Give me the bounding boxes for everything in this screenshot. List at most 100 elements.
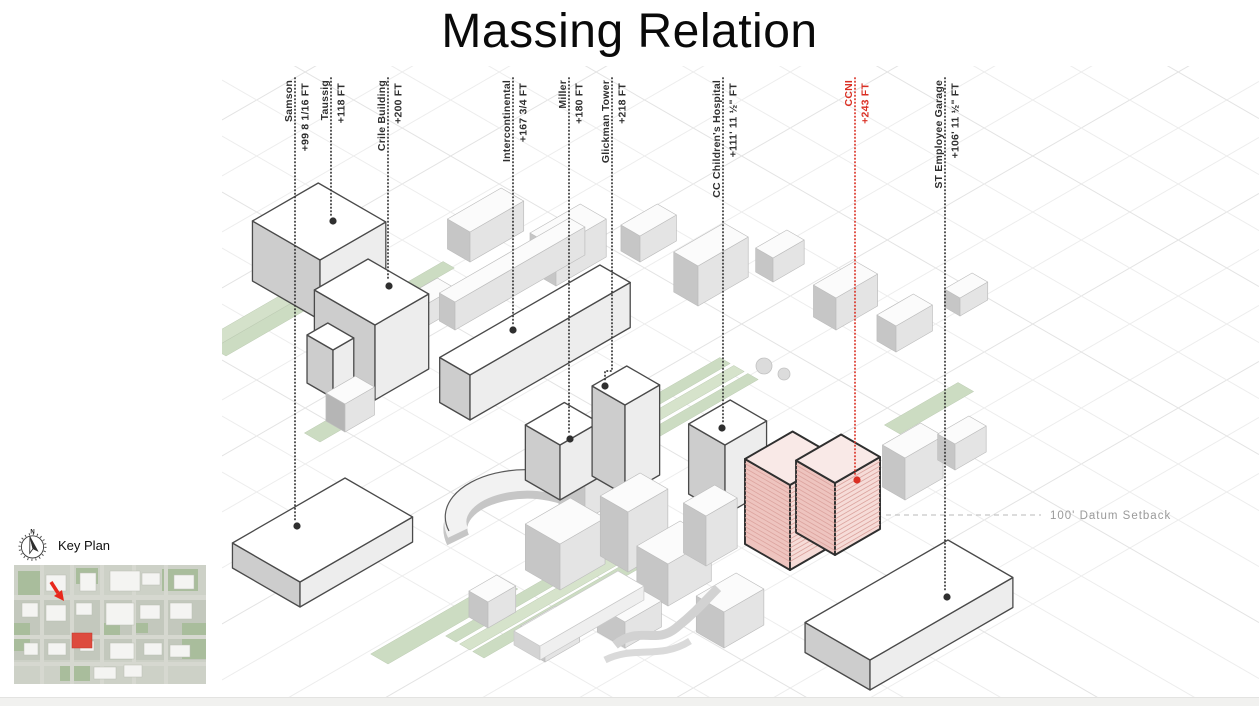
floor-stripe xyxy=(795,482,836,506)
context-building xyxy=(944,272,989,317)
map-building xyxy=(109,642,135,660)
map-building xyxy=(21,602,39,618)
building-roof xyxy=(513,570,645,647)
key-plan-map-content xyxy=(14,565,206,684)
building-roof xyxy=(944,272,989,299)
map-building xyxy=(105,602,135,626)
winding-path xyxy=(612,584,722,649)
floor-stripe xyxy=(744,463,791,490)
context-building xyxy=(937,415,987,471)
street-line xyxy=(222,66,414,177)
floor-stripe xyxy=(744,508,791,535)
map-road xyxy=(164,565,168,684)
building-name-label: Intercontinental xyxy=(501,80,513,162)
building-name-label: Miller xyxy=(557,80,569,109)
leader-dot-6 xyxy=(718,424,726,432)
context-building xyxy=(813,260,878,331)
floor-stripe xyxy=(795,487,836,511)
street-line xyxy=(293,66,1259,624)
floor-stripe xyxy=(744,526,791,553)
floor-stripe xyxy=(795,505,836,529)
floor-stripe xyxy=(795,478,836,502)
lawn xyxy=(884,382,974,435)
floor-stripe xyxy=(795,514,836,538)
compass-needle xyxy=(29,535,39,555)
floor-stripe xyxy=(795,491,836,515)
floor-stripe xyxy=(744,467,791,495)
leader-lines xyxy=(293,77,951,601)
building-roof xyxy=(591,365,661,406)
building-height-label: +118 FT xyxy=(336,83,348,124)
map-road xyxy=(40,565,44,684)
floor-stripe xyxy=(795,473,836,497)
street-line xyxy=(674,360,1259,698)
map-building xyxy=(45,604,67,622)
map-building xyxy=(141,572,161,586)
building-roof xyxy=(468,574,517,603)
building-ccni xyxy=(795,433,881,556)
floor-stripe xyxy=(834,461,881,488)
floor-stripe xyxy=(834,506,881,533)
map-road xyxy=(14,662,206,666)
floor-stripe xyxy=(834,524,881,551)
floor-stripe xyxy=(834,497,881,524)
building-roof xyxy=(447,187,525,233)
street-line xyxy=(771,416,1259,698)
building-name-label: CC Children's Hospital xyxy=(711,80,723,198)
floor-stripe xyxy=(744,485,791,513)
street-line xyxy=(1069,66,1259,176)
building-name-label: Crile Building xyxy=(376,80,388,151)
map-green xyxy=(60,665,90,681)
floor-stripes xyxy=(795,461,881,551)
floor-stripe xyxy=(744,517,791,544)
building-roof xyxy=(876,293,933,327)
floor-stripe xyxy=(834,479,881,506)
street-line xyxy=(480,248,1259,698)
building-height-label: +180 FT xyxy=(574,83,586,124)
floor-stripe xyxy=(744,512,791,540)
building-height-label: +218 FT xyxy=(617,83,629,124)
floor-stripe xyxy=(744,499,791,526)
building-name-label: CCNI xyxy=(843,80,855,106)
map-arrow-head xyxy=(54,590,64,601)
datum-setback-callout: 100' Datum Setback xyxy=(886,510,1170,522)
key-plan-label: Key Plan xyxy=(58,537,111,553)
map-building xyxy=(23,642,39,656)
bottom-strip xyxy=(0,697,1259,706)
building-roof xyxy=(937,415,987,445)
floor-stripe xyxy=(795,496,836,520)
floor-stripe xyxy=(795,518,836,542)
building-height-label: +167 3/4 FT xyxy=(518,83,530,142)
needle-right-half xyxy=(29,535,39,552)
leader-dot-0 xyxy=(293,522,301,530)
leader-dot-7 xyxy=(853,476,861,484)
street-line xyxy=(222,66,705,345)
context-building xyxy=(525,497,606,591)
context-building xyxy=(755,229,805,283)
map-building xyxy=(169,644,191,658)
building-name-label: Samson xyxy=(283,80,295,122)
building-glickman-tower xyxy=(591,365,661,496)
context-building xyxy=(882,422,944,501)
floor-stripe xyxy=(795,469,836,493)
building-name-label: ST Employee Garage xyxy=(933,80,945,189)
floor-stripe xyxy=(834,510,881,538)
context-building xyxy=(695,572,765,649)
map-building xyxy=(169,602,193,620)
floor-stripe xyxy=(744,490,791,517)
floor-stripe xyxy=(834,501,881,529)
floor-stripe xyxy=(834,474,881,502)
floor-stripe xyxy=(744,530,791,558)
building-roof xyxy=(755,229,805,259)
map-road xyxy=(70,565,74,684)
street-line xyxy=(681,66,1259,400)
winding-path xyxy=(603,637,692,664)
map-building xyxy=(173,574,195,590)
north-compass-icon: N xyxy=(18,529,47,561)
building-roof xyxy=(439,264,631,376)
floor-stripe xyxy=(744,481,791,508)
leader-line-5 xyxy=(604,77,613,383)
